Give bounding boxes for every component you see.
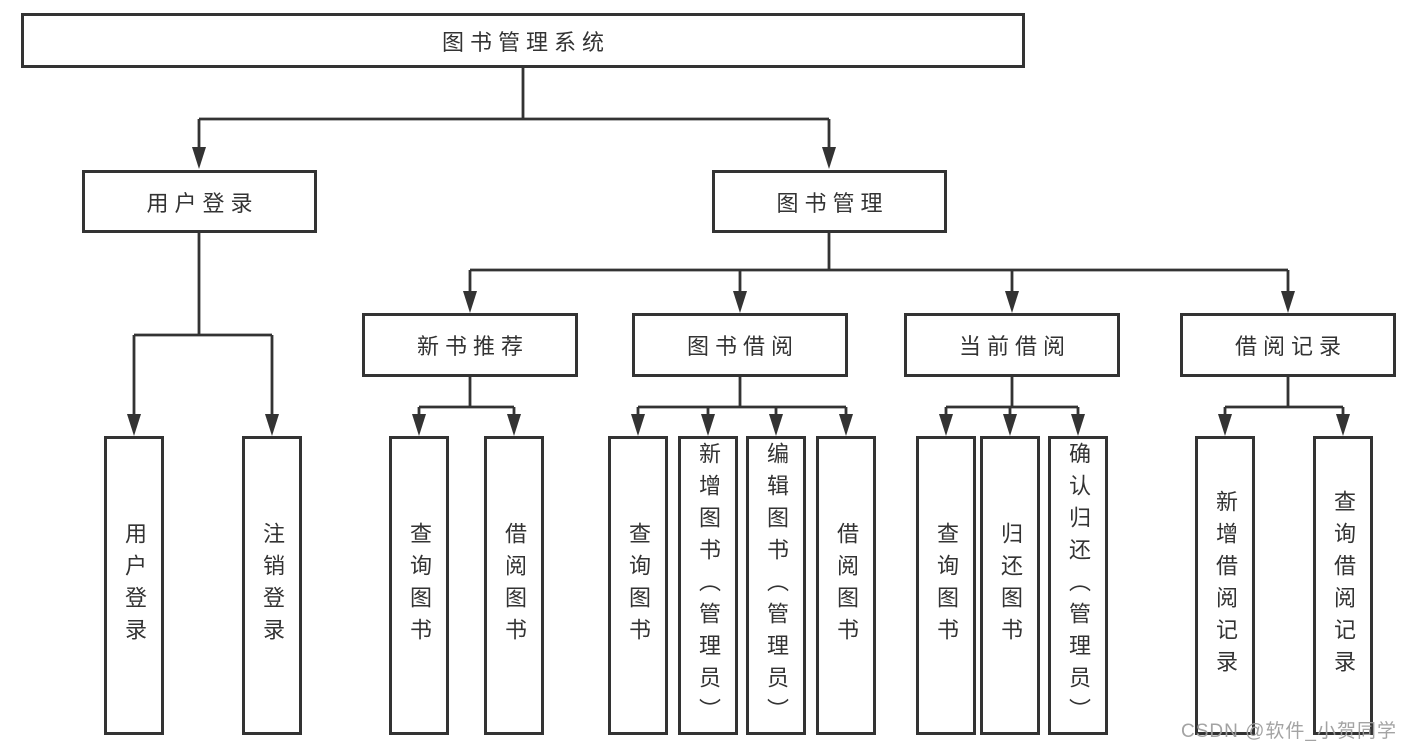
leaf-current-query-books-label: 查询图书 — [934, 521, 959, 650]
leaf-borrow-borrow-books: 借阅图书 — [816, 436, 876, 735]
leaf-borrow-borrow-books-label: 借阅图书 — [834, 521, 859, 650]
leaf-add-borrow-record-label: 新增借阅记录 — [1213, 489, 1238, 682]
leaf-return-books: 归还图书 — [980, 436, 1040, 735]
leaf-edit-books-admin: 编辑图书（管理员） — [746, 436, 806, 735]
node-borrow-records-label: 借阅记录 — [1234, 334, 1347, 359]
node-user-login: 用户登录 — [82, 170, 317, 233]
node-book-management: 图书管理 — [712, 170, 947, 233]
node-current-borrow-label: 当前借阅 — [958, 334, 1071, 359]
leaf-logout-label: 注销登录 — [260, 521, 285, 650]
leaf-return-books-label: 归还图书 — [998, 521, 1023, 650]
leaf-query-borrow-record: 查询借阅记录 — [1313, 436, 1373, 735]
leaf-recommend-query-books: 查询图书 — [389, 436, 449, 735]
leaf-logout: 注销登录 — [242, 436, 302, 735]
node-user-login-label: 用户登录 — [146, 190, 259, 216]
leaf-edit-books-admin-label: 编辑图书（管理员） — [764, 441, 789, 730]
node-book-management-label: 图书管理 — [776, 190, 889, 216]
leaf-confirm-return-admin-label: 确认归还（管理员） — [1066, 441, 1091, 730]
leaf-add-books-admin-label: 新增图书（管理员） — [696, 441, 721, 730]
leaf-borrow-query-books-label: 查询图书 — [626, 521, 651, 650]
node-library-system-label: 图书管理系统 — [441, 29, 610, 55]
edges-current-borrow — [939, 377, 1085, 436]
leaf-add-borrow-record: 新增借阅记录 — [1195, 436, 1255, 735]
leaf-recommend-query-books-label: 查询图书 — [407, 521, 432, 650]
edges-borrow-records — [1218, 377, 1350, 436]
node-new-book-recommend-label: 新书推荐 — [416, 334, 529, 359]
edges-new-book-recommend — [412, 377, 521, 436]
edges-book-borrow — [631, 377, 853, 436]
node-borrow-records: 借阅记录 — [1180, 313, 1396, 377]
leaf-confirm-return-admin: 确认归还（管理员） — [1048, 436, 1108, 735]
leaf-user-login-label: 用户登录 — [122, 521, 147, 650]
leaf-current-query-books: 查询图书 — [916, 436, 976, 735]
leaf-add-books-admin: 新增图书（管理员） — [678, 436, 738, 735]
leaf-borrow-query-books: 查询图书 — [608, 436, 668, 735]
node-book-borrow: 图书借阅 — [632, 313, 848, 377]
leaf-recommend-borrow-books-label: 借阅图书 — [502, 521, 527, 650]
node-current-borrow: 当前借阅 — [904, 313, 1120, 377]
leaf-user-login: 用户登录 — [104, 436, 164, 735]
edges-book-mgmt — [463, 233, 1295, 313]
leaf-query-borrow-record-label: 查询借阅记录 — [1331, 489, 1356, 682]
edges-root — [192, 68, 836, 169]
leaf-recommend-borrow-books: 借阅图书 — [484, 436, 544, 735]
node-library-system: 图书管理系统 — [21, 13, 1025, 68]
edges-user-login — [127, 233, 279, 436]
node-book-borrow-label: 图书借阅 — [686, 334, 799, 359]
watermark: CSDN @软件_小贺同学 — [1181, 721, 1397, 742]
node-new-book-recommend: 新书推荐 — [362, 313, 578, 377]
